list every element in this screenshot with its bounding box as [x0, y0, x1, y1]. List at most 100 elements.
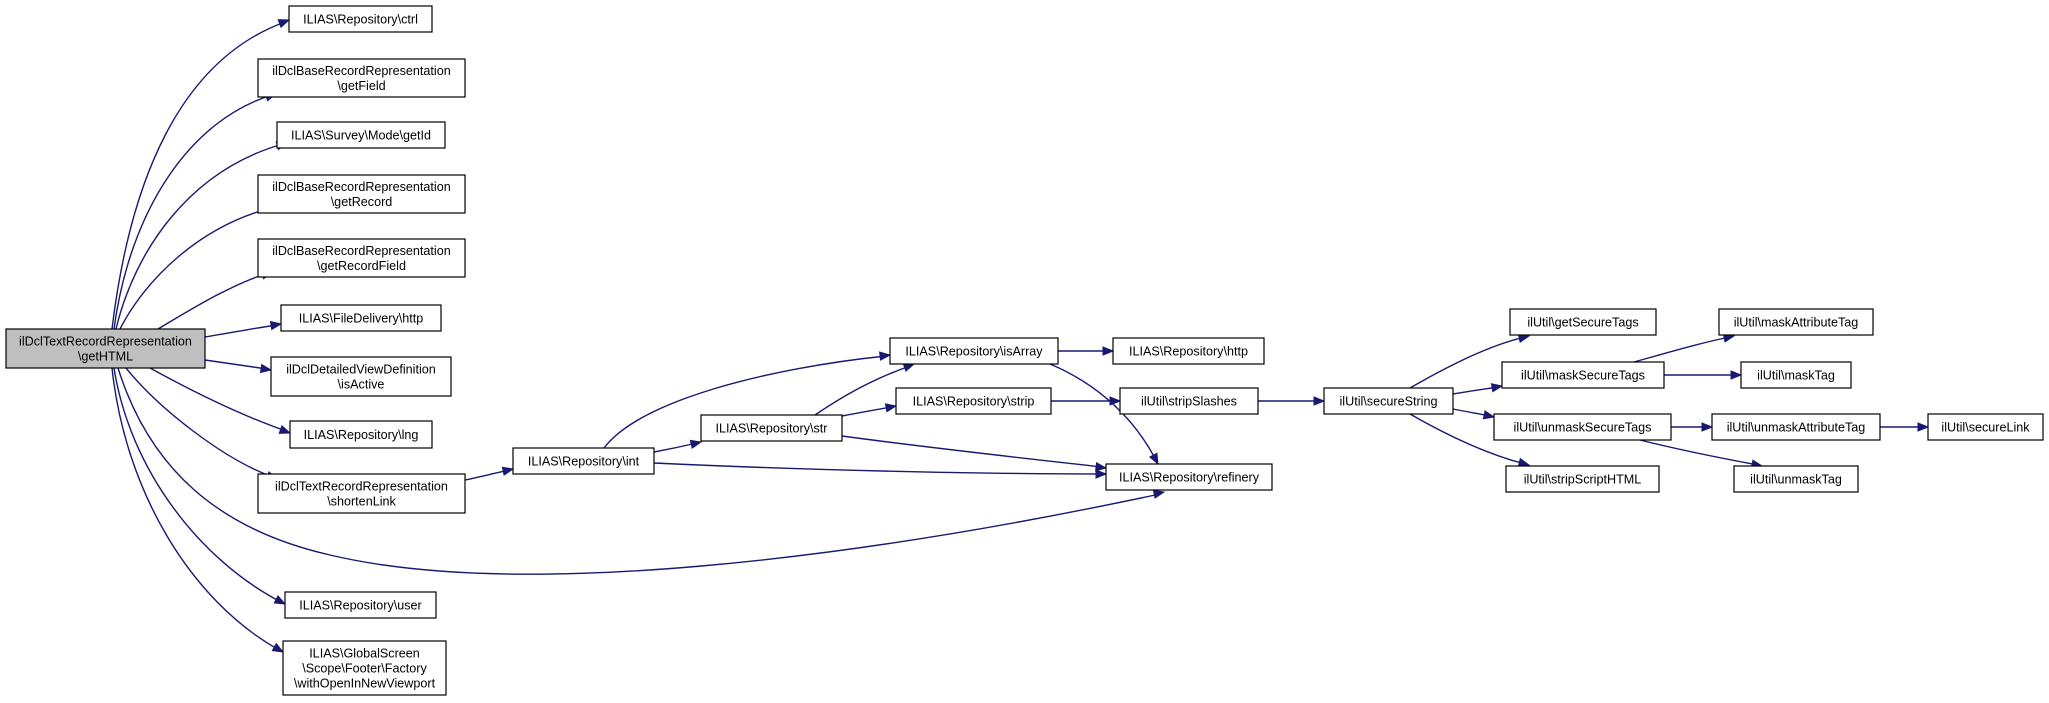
node-int[interactable]: ILIAS\Repository\int — [512, 447, 655, 475]
node-lng[interactable]: ILIAS\Repository\lng — [289, 420, 433, 449]
node-label: ILIAS\Repository\strip — [913, 395, 1035, 409]
node-box[interactable] — [282, 640, 447, 696]
node-isArray[interactable]: ILIAS\Repository\isArray — [889, 337, 1059, 365]
edge-str-to-refinery — [841, 435, 1108, 472]
node-label: ilUtil\stripSlashes — [1141, 395, 1237, 409]
arrow-head-icon — [902, 363, 916, 373]
node-box[interactable] — [1119, 387, 1259, 415]
node-label: ILIAS\FileDelivery\http — [299, 312, 424, 326]
edge-unmaskSecureTags-to-unmaskTag — [1639, 439, 1764, 469]
node-maskTag[interactable]: ilUtil\maskTag — [1740, 361, 1852, 389]
node-label: ILIAS\Repository\refinery — [1119, 471, 1260, 485]
edge-line — [814, 365, 911, 416]
node-label: ILIAS\Repository\lng — [304, 428, 419, 442]
node-box[interactable] — [257, 174, 466, 214]
node-box[interactable] — [257, 473, 466, 514]
node-isActive[interactable]: ilDclDetailedViewDefinition\isActive — [270, 356, 452, 397]
node-getRecord[interactable]: ilDclBaseRecordRepresentation\getRecord — [257, 174, 466, 214]
edge-secureString-to-maskSecureTags — [1452, 383, 1504, 395]
node-box[interactable] — [895, 387, 1052, 415]
edge-line — [113, 367, 282, 603]
node-str[interactable]: ILIAS\Repository\str — [700, 414, 843, 442]
edge-isArray-to-repoHttp — [1058, 346, 1115, 356]
node-box[interactable] — [1501, 361, 1665, 389]
node-fdHttp[interactable]: ILIAS\FileDelivery\http — [280, 304, 442, 332]
node-box[interactable] — [1105, 463, 1273, 491]
edge-line — [111, 367, 280, 651]
edge-int-to-refinery — [653, 462, 1108, 479]
node-unmaskSecureTags[interactable]: ilUtil\unmaskSecureTags — [1493, 413, 1672, 441]
node-label: ilUtil\maskSecureTags — [1521, 369, 1645, 383]
node-label: ILIAS\Repository\http — [1129, 345, 1248, 359]
node-label: ilDclBaseRecordRepresentation — [272, 64, 451, 78]
node-label: \isActive — [338, 378, 385, 392]
node-box[interactable] — [280, 304, 442, 332]
edge-root-to-getRecord — [119, 203, 281, 330]
nodes-layer: ilDclTextRecordRepresentation\getHTML ILI… — [5, 5, 2044, 696]
node-maskAttributeTag[interactable]: ilUtil\maskAttributeTag — [1718, 308, 1874, 336]
edge-strip-to-stripSlashes — [1051, 396, 1122, 406]
arrow-head-icon — [1517, 457, 1531, 467]
edge-line — [841, 435, 1103, 468]
node-box[interactable] — [700, 414, 843, 442]
node-unmaskTag[interactable]: ilUtil\unmaskTag — [1733, 465, 1859, 493]
node-label: ilDclTextRecordRepresentation — [275, 480, 448, 494]
node-user[interactable]: ILIAS\Repository\user — [284, 591, 437, 619]
node-box[interactable] — [289, 420, 433, 449]
edge-str-to-isArray — [814, 363, 916, 416]
node-stripSlashes[interactable]: ilUtil\stripSlashes — [1119, 387, 1259, 415]
node-box[interactable] — [1493, 413, 1672, 441]
arrow-head-icon — [1095, 462, 1108, 472]
node-withOpen[interactable]: ILIAS\GlobalScreen\Scope\Footer\Factory\… — [282, 640, 447, 696]
node-box[interactable] — [1733, 465, 1859, 493]
node-shortenLink[interactable]: ilDclTextRecordRepresentation\shortenLin… — [257, 473, 466, 514]
node-label: ilDclBaseRecordRepresentation — [272, 244, 451, 258]
edge-line — [115, 143, 284, 330]
node-getRecordField[interactable]: ilDclBaseRecordRepresentation\getRecordF… — [257, 238, 466, 278]
node-box[interactable] — [1927, 413, 2044, 441]
node-box[interactable] — [288, 5, 433, 33]
node-label: ilUtil\unmaskTag — [1750, 473, 1842, 487]
node-box[interactable] — [270, 356, 452, 397]
node-label: \getRecordField — [317, 259, 406, 273]
node-secureString[interactable]: ilUtil\secureString — [1323, 387, 1454, 415]
node-box[interactable] — [284, 591, 437, 619]
node-repoHttp[interactable]: ILIAS\Repository\http — [1112, 337, 1265, 365]
node-strip[interactable]: ILIAS\Repository\strip — [895, 387, 1052, 415]
arrow-head-icon — [1095, 469, 1108, 479]
node-box[interactable] — [276, 121, 446, 149]
node-box[interactable] — [1505, 465, 1660, 493]
node-getSecureTags[interactable]: ilUtil\getSecureTags — [1509, 308, 1657, 336]
node-box[interactable] — [1509, 308, 1657, 336]
edge-root-to-fdHttp — [204, 320, 283, 338]
node-box[interactable] — [257, 58, 466, 98]
node-root[interactable]: ilDclTextRecordRepresentation\getHTML — [5, 328, 206, 369]
node-box[interactable] — [5, 328, 206, 369]
node-getId[interactable]: ILIAS\Survey\Mode\getId — [276, 121, 446, 149]
node-box[interactable] — [1718, 308, 1874, 336]
node-box[interactable] — [257, 238, 466, 278]
node-getField[interactable]: ilDclBaseRecordRepresentation\getField — [257, 58, 466, 98]
node-box[interactable] — [889, 337, 1059, 365]
node-box[interactable] — [1711, 413, 1881, 441]
edge-line — [119, 206, 276, 330]
edge-line — [157, 272, 269, 330]
node-label: ILIAS\Repository\ctrl — [303, 13, 418, 27]
node-box[interactable] — [1323, 387, 1454, 415]
arrow-head-icon — [879, 351, 892, 361]
node-label: ilUtil\secureString — [1340, 395, 1438, 409]
arrow-head-icon — [1490, 383, 1504, 393]
node-box[interactable] — [512, 447, 655, 475]
arrow-head-icon — [689, 439, 703, 450]
node-label: ilUtil\secureLink — [1941, 421, 2030, 435]
edge-root-to-getId — [115, 141, 289, 330]
node-box[interactable] — [1740, 361, 1852, 389]
node-secureLink[interactable]: ilUtil\secureLink — [1927, 413, 2044, 441]
node-unmaskAttributeTag[interactable]: ilUtil\unmaskAttributeTag — [1711, 413, 1881, 441]
node-maskSecureTags[interactable]: ilUtil\maskSecureTags — [1501, 361, 1665, 389]
node-refinery[interactable]: ILIAS\Repository\refinery — [1105, 463, 1273, 491]
node-box[interactable] — [1112, 337, 1265, 365]
node-stripScriptHTML[interactable]: ilUtil\stripScriptHTML — [1505, 465, 1660, 493]
node-ctrl[interactable]: ILIAS\Repository\ctrl — [288, 5, 433, 33]
